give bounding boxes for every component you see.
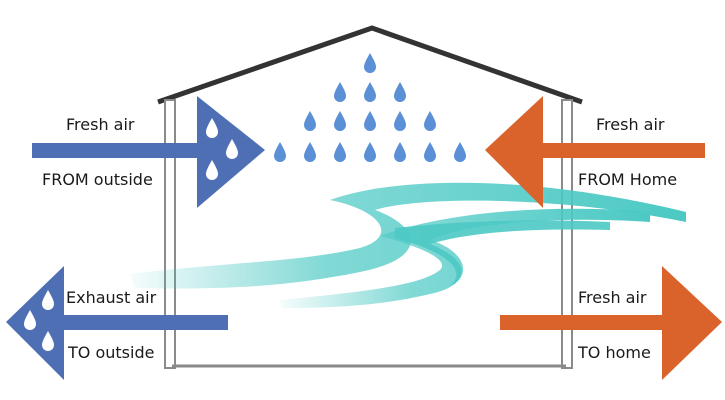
label-fresh-air-from-outside-line2: FROM outside — [42, 170, 153, 189]
water-droplet-icon — [424, 142, 436, 162]
house — [157, 25, 583, 369]
water-droplet-icon — [394, 142, 406, 162]
arrow-fresh-air-from-home — [485, 96, 705, 208]
water-droplet-icon — [394, 111, 406, 131]
arrow-droplets — [206, 118, 238, 180]
water-droplet-icon — [334, 82, 346, 102]
water-droplet-icon — [334, 142, 346, 162]
airflow-stream-inner — [395, 220, 610, 286]
water-droplet-icon — [206, 160, 218, 180]
water-droplet-icon — [364, 111, 376, 131]
house-roof — [157, 25, 583, 105]
water-droplet-icon — [42, 290, 54, 310]
water-droplet-icon — [454, 142, 466, 162]
water-droplet-icon — [24, 310, 36, 330]
water-droplet-icon — [424, 111, 436, 131]
water-droplet-icon — [304, 142, 316, 162]
water-droplet-icon — [364, 142, 376, 162]
water-droplet-icon — [364, 82, 376, 102]
water-droplet-icon — [364, 53, 376, 73]
arrow-fresh-air-to-home — [500, 266, 722, 380]
water-droplet-icon — [334, 111, 346, 131]
label-fresh-air-to-home-line2: TO home — [578, 343, 651, 362]
arrow-fresh-air-from-outside — [32, 96, 265, 208]
arrow-exhaust-air-to-outside — [6, 266, 228, 380]
label-exhaust-air-to-outside-line2: TO outside — [68, 343, 155, 362]
label-fresh-air-from-home-line2: FROM Home — [578, 170, 678, 189]
airflow-streams — [130, 182, 686, 308]
water-droplet-icon — [394, 82, 406, 102]
label-exhaust-air-to-outside-line1: Exhaust air — [66, 288, 157, 307]
house-left-wall — [164, 99, 176, 369]
water-droplet-icon — [42, 331, 54, 351]
house-right-wall — [561, 99, 573, 369]
label-fresh-air-to-home-line1: Fresh air — [578, 288, 647, 307]
water-droplets — [274, 53, 466, 162]
water-droplet-icon — [274, 142, 286, 162]
water-droplet-icon — [304, 111, 316, 131]
label-fresh-air-from-outside-line1: Fresh air — [66, 115, 135, 134]
water-droplet-icon — [206, 118, 218, 138]
label-fresh-air-from-home-line1: Fresh air — [596, 115, 665, 134]
arrow-droplets — [24, 290, 54, 351]
water-droplet-icon — [226, 139, 238, 159]
